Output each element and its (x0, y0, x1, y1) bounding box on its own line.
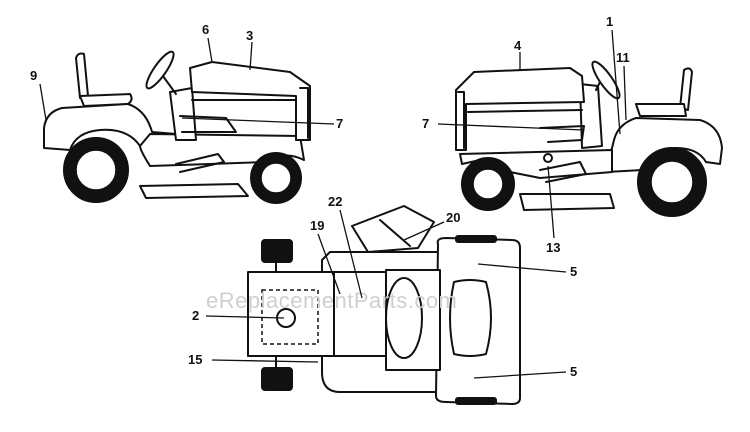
front-wheel-hub (260, 162, 292, 194)
callout-4: 4 (514, 38, 522, 53)
mower-deck (139, 183, 249, 199)
hood (455, 67, 585, 151)
left-side-view-mower (43, 50, 311, 204)
rear-tire-top (261, 239, 293, 263)
leader-1 (611, 29, 621, 135)
leader-15 (211, 359, 319, 363)
front-tire-top (455, 235, 497, 243)
top-view-mower (247, 205, 521, 405)
deck-lift (175, 153, 225, 173)
callout-11: 11 (616, 50, 630, 65)
rear-wheel-hub (75, 149, 117, 191)
callout-3: 3 (246, 28, 253, 43)
side-decal (539, 125, 585, 143)
callout-2: 2 (192, 308, 199, 323)
leader-5-top (477, 263, 567, 273)
callout-13: 13 (546, 240, 560, 255)
callout-7-left: 7 (336, 116, 343, 131)
leader-lines (39, 29, 627, 379)
discharge-chute (351, 205, 435, 253)
leader-13 (547, 165, 555, 239)
callout-22: 22 (328, 194, 342, 209)
callout-5-bottom: 5 (570, 364, 577, 379)
dash-tower (169, 87, 197, 141)
callout-15: 15 (188, 352, 202, 367)
watermark: eReplacementParts.com (206, 288, 457, 313)
grille (457, 91, 465, 149)
seat-back (679, 67, 693, 111)
grille (299, 87, 309, 139)
seat-fender (247, 271, 387, 357)
side-decal (179, 115, 237, 133)
steering-wheel (145, 50, 175, 90)
leader-20 (403, 221, 445, 241)
leader-19 (317, 233, 341, 295)
hood (189, 61, 311, 141)
callout-20: 20 (446, 210, 460, 225)
leader-9 (39, 83, 47, 121)
callout-7-right: 7 (422, 116, 429, 131)
callout-9: 9 (30, 68, 37, 83)
leader-3 (249, 41, 253, 71)
rear-wheel-hub (650, 160, 694, 204)
front-tire-bottom (455, 397, 497, 405)
hood-panel-line (467, 109, 583, 113)
leader-22 (339, 209, 363, 299)
leader-5-bottom (473, 371, 567, 379)
rear-tire-bottom (261, 367, 293, 391)
seat-back (75, 52, 89, 99)
callout-1: 1 (606, 14, 613, 29)
lift-knob (543, 153, 553, 163)
leader-2 (205, 315, 285, 319)
hood-vent (449, 279, 492, 357)
front-wheel-hub (472, 168, 504, 200)
leader-7-left (181, 117, 335, 125)
seat-base (635, 103, 687, 117)
callout-19: 19 (310, 218, 324, 233)
deck-lift (539, 161, 587, 183)
leader-7-right (437, 123, 585, 131)
right-side-view-mower (455, 60, 723, 217)
mower-deck (519, 193, 615, 211)
steering-wheel (591, 60, 621, 100)
leader-11 (623, 65, 627, 121)
callout-6: 6 (202, 22, 209, 37)
callouts: 9 6 3 7 4 1 11 7 13 22 19 20 5 5 2 15 (30, 14, 630, 379)
callout-5-top: 5 (570, 264, 577, 279)
chute-edge (379, 219, 411, 247)
leader-6 (207, 37, 213, 63)
